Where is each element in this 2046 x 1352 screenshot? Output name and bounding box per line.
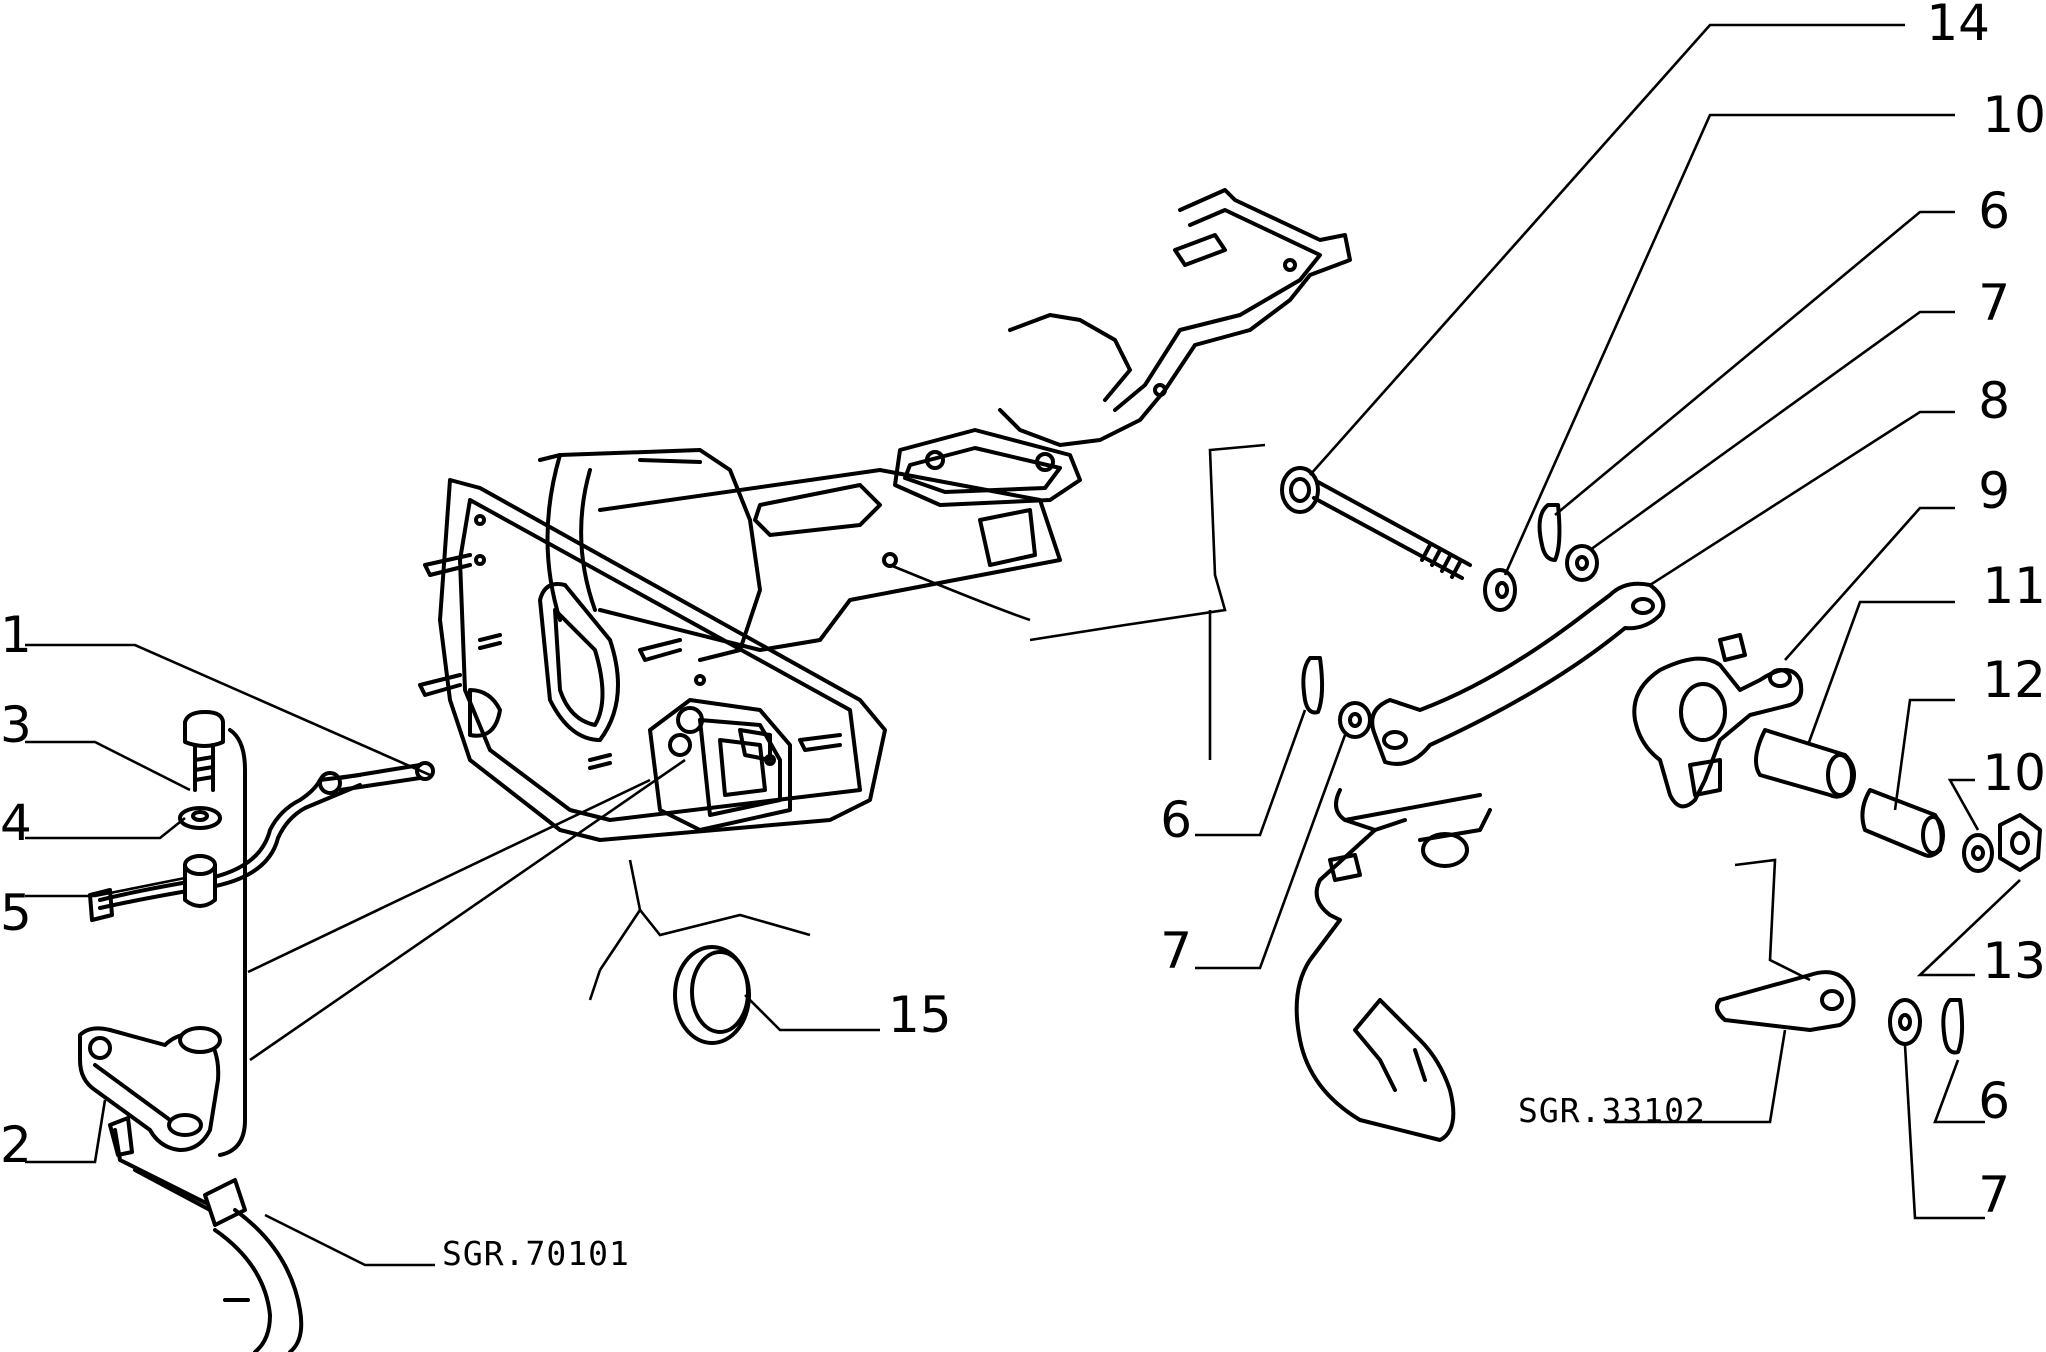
callout-3: 3 [0,696,32,754]
clutch-cable [88,761,435,922]
callout-14: 14 [1926,0,1990,52]
washer-part-4 [178,806,222,830]
callout-10-upper: 10 [1982,86,2046,144]
lever-part-2 [78,1026,222,1152]
washer-part-10-lower [1962,833,1994,873]
spacer-part-5 [183,854,217,908]
split-pin-part-6-lower [1941,998,1965,1055]
callout-15: 15 [888,986,952,1044]
callout-4: 4 [0,794,32,852]
washer-part-10-upper [1483,568,1517,612]
bush-part-11 [1754,728,1856,799]
nut-part-13 [1998,813,2042,872]
reference-sgr-33102: SGR.33102 [1518,1091,1706,1130]
callout-11: 11 [1982,557,2046,615]
cable-sheath [108,1116,304,1352]
callout-6-lower: 6 [1978,1072,2010,1130]
split-pin-part-6-mid [1301,656,1325,715]
pivot-housing-part-9 [1632,633,1804,809]
grommet-part-15 [673,945,751,1045]
callout-9: 9 [1978,462,2010,520]
washer-part-7-upper [1565,544,1599,582]
callout-6-upper: 6 [1978,182,2010,240]
bush-part-12 [1860,788,1945,858]
pedal-arm [1294,788,1492,1142]
washer-part-7-mid [1338,701,1372,739]
bolt-part-14 [1280,466,1472,580]
callout-1: 1 [0,606,32,664]
reference-sgr-70101: SGR.70101 [442,1234,630,1273]
pedal-box-bracket [418,188,1352,842]
bolt-part-3 [183,710,225,792]
callout-10-lower: 10 [1982,744,2046,802]
washer-part-7-lower [1888,998,1922,1046]
callout-7-lower: 7 [1978,1166,2010,1224]
leader-mount [1029,443,1266,642]
bracket-outline [218,728,247,1157]
callout-7-mid: 7 [1160,922,1192,980]
callout-2: 2 [0,1116,32,1174]
callout-12: 12 [1982,651,2046,709]
callout-5: 5 [0,884,32,942]
split-pin-part-6-upper [1537,503,1562,562]
callout-8: 8 [1978,372,2010,430]
callout-7-upper: 7 [1978,274,2010,332]
link-rod-part-8 [1370,581,1666,766]
callout-13: 13 [1982,932,2046,990]
callout-6-mid: 6 [1160,791,1192,849]
clevis-pin [1714,970,1856,1032]
